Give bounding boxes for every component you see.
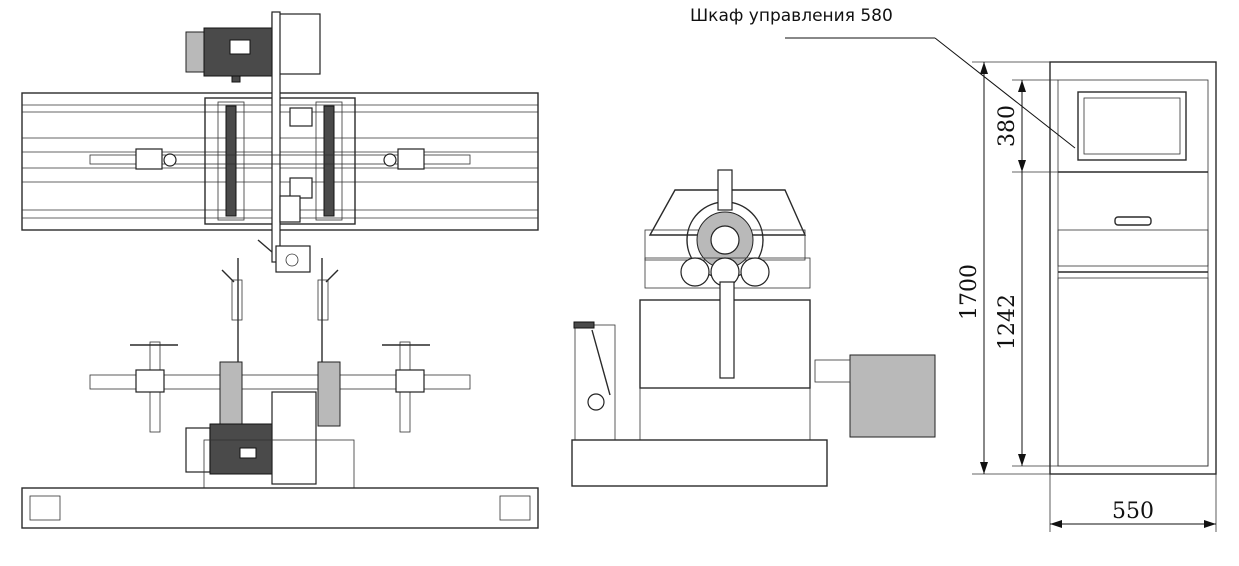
dimension-height-top: 380 bbox=[995, 105, 1020, 147]
front-view-base bbox=[21, 487, 539, 529]
dimension-width: 550 bbox=[1112, 499, 1154, 524]
cabinet-screen bbox=[1077, 91, 1187, 161]
machine-front-view bbox=[21, 258, 539, 529]
machine-top-view bbox=[21, 11, 539, 273]
control-cabinet-callout-label: Шкаф управления 580 bbox=[690, 6, 893, 26]
dimension-height-bottom: 1242 bbox=[995, 294, 1020, 350]
dimension-height-total: 1700 bbox=[957, 264, 982, 320]
top-view-motor bbox=[185, 13, 321, 83]
machine-side-view bbox=[571, 169, 936, 487]
control-cabinet bbox=[785, 37, 1217, 475]
dimension-lines bbox=[972, 61, 1217, 532]
cabinet-handle bbox=[1114, 216, 1152, 226]
